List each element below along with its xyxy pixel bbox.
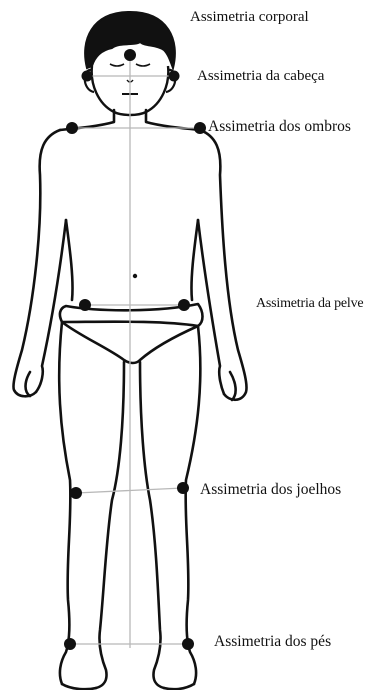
label-knee-asymmetry: Assimetria dos joelhos [200,482,341,498]
right-leg-inner [140,362,164,688]
head-left-marker [82,71,93,82]
knee-left-marker [70,487,82,499]
navel [133,274,137,278]
foot-right-marker [182,638,194,650]
label-pelvis-asymmetry: Assimetria da pelve [256,297,363,311]
body-center-marker [124,49,136,61]
right-foot-toes [164,684,194,689]
knee-right-marker [177,482,189,494]
neck-right [146,110,200,130]
torso-left-side [66,220,73,300]
reference-lines [70,55,200,648]
left-foot-toes [62,684,96,689]
foot-left-marker [64,638,76,650]
markers [64,49,206,650]
left-arm-inner [36,220,66,392]
shoulder-left-marker [66,122,78,134]
pelvis-right-marker [178,299,190,311]
label-feet-asymmetry: Assimetria dos pés [214,634,331,650]
torso-right-side [191,220,198,300]
right-arm-inner [198,220,224,394]
pelvis-left-marker [79,299,91,311]
head-right-marker [169,71,180,82]
left-eye [110,64,124,66]
right-arm-outer [200,130,247,400]
underwear [60,304,203,363]
label-body-asymmetry: Assimetria corporal [190,10,309,25]
left-arm-outer [13,130,60,396]
right-leg-outer [186,326,201,684]
right-eye [136,64,150,66]
shoulder-right-marker [194,122,206,134]
right-thumb [230,372,236,400]
label-head-asymmetry: Assimetria da cabeça [197,69,324,84]
left-leg-inner [96,362,124,688]
left-thumb [26,372,31,396]
left-leg-outer [59,322,70,684]
label-shoulder-asymmetry: Assimetria dos ombros [208,119,351,135]
